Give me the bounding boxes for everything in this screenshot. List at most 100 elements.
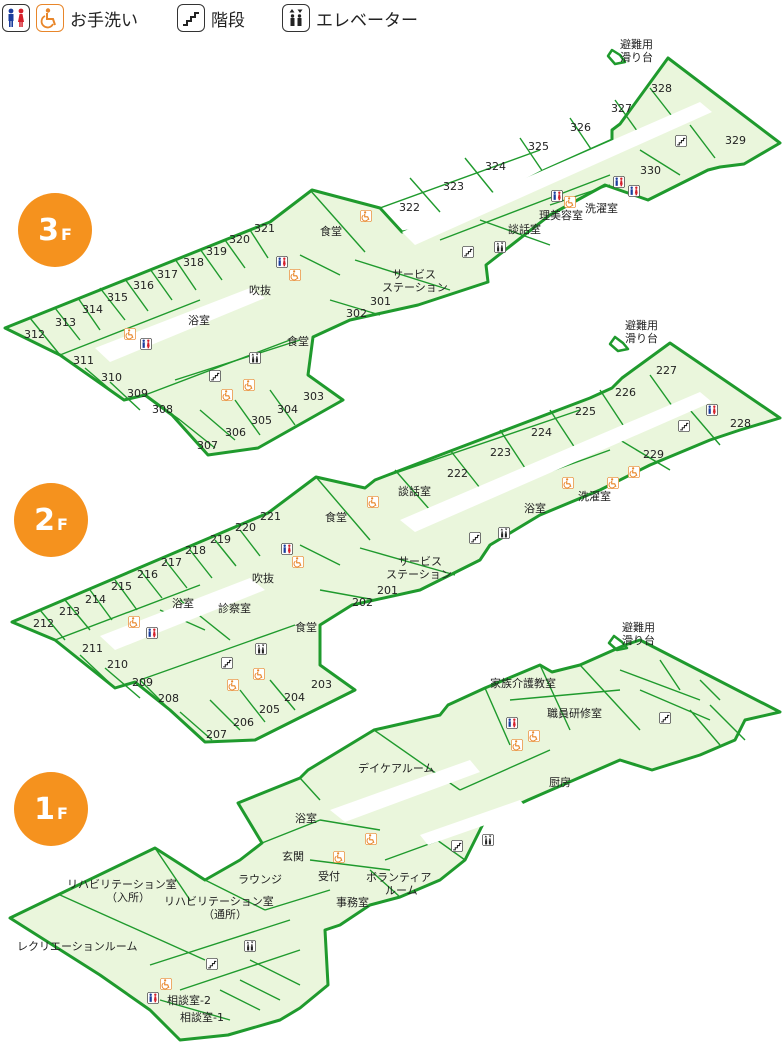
label-service-2[interactable]: ステーション xyxy=(382,281,448,294)
room-210[interactable]: 210 xyxy=(107,658,128,671)
room-229[interactable]: 229 xyxy=(643,448,664,461)
room-326[interactable]: 326 xyxy=(570,121,591,134)
room-322[interactable]: 322 xyxy=(399,201,420,214)
room-307[interactable]: 307 xyxy=(197,439,218,452)
label-bath[interactable]: 浴室 xyxy=(188,313,210,327)
room-216[interactable]: 216 xyxy=(137,568,158,581)
room-308[interactable]: 308 xyxy=(152,403,173,416)
room-312[interactable]: 312 xyxy=(24,328,45,341)
room-316[interactable]: 316 xyxy=(133,279,154,292)
label-family-care[interactable]: 家族介護教室 xyxy=(490,676,556,690)
label-service-1[interactable]: サービス xyxy=(398,555,442,568)
room-227[interactable]: 227 xyxy=(656,364,677,377)
room-218[interactable]: 218 xyxy=(185,544,206,557)
room-325[interactable]: 325 xyxy=(528,140,549,153)
room-209[interactable]: 209 xyxy=(132,676,153,689)
room-313[interactable]: 313 xyxy=(55,316,76,329)
label-rehab-out-1[interactable]: リハビリテーション室 xyxy=(164,894,274,908)
label-laundry[interactable]: 洗濯室 xyxy=(578,489,611,503)
label-bath[interactable]: 浴室 xyxy=(295,811,317,825)
room-302[interactable]: 302 xyxy=(346,307,367,320)
label-exam-room[interactable]: 診察室 xyxy=(218,601,251,615)
label-laundry[interactable]: 洗濯室 xyxy=(585,201,618,215)
room-204[interactable]: 204 xyxy=(284,691,305,704)
label-lounge-talk[interactable]: 談話室 xyxy=(398,484,431,498)
label-volunteer-2[interactable]: ルーム xyxy=(385,884,418,897)
room-226[interactable]: 226 xyxy=(615,386,636,399)
room-306[interactable]: 306 xyxy=(225,426,246,439)
room-320[interactable]: 320 xyxy=(229,233,250,246)
label-lounge[interactable]: ラウンジ xyxy=(238,873,282,886)
room-318[interactable]: 318 xyxy=(183,256,204,269)
label-office[interactable]: 事務室 xyxy=(336,895,369,909)
room-330[interactable]: 330 xyxy=(640,164,661,177)
room-329[interactable]: 329 xyxy=(725,134,746,147)
room-214[interactable]: 214 xyxy=(85,593,106,606)
label-dining-b[interactable]: 食堂 xyxy=(287,334,309,348)
room-228[interactable]: 228 xyxy=(730,417,751,430)
label-rehab-in-1[interactable]: リハビリテーション室 xyxy=(67,877,177,891)
room-217[interactable]: 217 xyxy=(161,556,182,569)
room-215[interactable]: 215 xyxy=(111,580,132,593)
room-311[interactable]: 311 xyxy=(73,354,94,367)
label-dining-a[interactable]: 食堂 xyxy=(325,510,347,524)
label-salon[interactable]: 理美容室 xyxy=(539,208,583,222)
label-rehab-in-2[interactable]: （入所） xyxy=(106,891,150,904)
room-208[interactable]: 208 xyxy=(158,692,179,705)
label-atrium[interactable]: 吹抜 xyxy=(249,283,271,297)
room-225[interactable]: 225 xyxy=(575,405,596,418)
room-207[interactable]: 207 xyxy=(206,728,227,741)
room-324[interactable]: 324 xyxy=(485,160,506,173)
label-kitchen[interactable]: 厨房 xyxy=(549,776,571,789)
room-206[interactable]: 206 xyxy=(233,716,254,729)
label-rehab-out-2[interactable]: （通所） xyxy=(203,908,247,921)
room-211[interactable]: 211 xyxy=(82,642,103,655)
room-223[interactable]: 223 xyxy=(490,446,511,459)
room-323[interactable]: 323 xyxy=(443,180,464,193)
room-203[interactable]: 203 xyxy=(311,678,332,691)
label-consult-2[interactable]: 相談室-2 xyxy=(167,993,211,1007)
label-bath-b[interactable]: 浴室 xyxy=(524,501,546,515)
room-202[interactable]: 202 xyxy=(352,596,373,609)
room-319[interactable]: 319 xyxy=(206,245,227,258)
label-dining-a[interactable]: 食堂 xyxy=(320,224,342,238)
label-daycare[interactable]: デイケアルーム xyxy=(358,761,435,775)
label-service-1[interactable]: サービス xyxy=(392,268,436,281)
label-bath-a[interactable]: 浴室 xyxy=(172,596,194,610)
room-220[interactable]: 220 xyxy=(235,521,256,534)
label-atrium[interactable]: 吹抜 xyxy=(252,571,274,585)
room-219[interactable]: 219 xyxy=(210,533,231,546)
room-303[interactable]: 303 xyxy=(303,390,324,403)
room-321[interactable]: 321 xyxy=(254,222,275,235)
room-309[interactable]: 309 xyxy=(127,387,148,400)
label-service-2[interactable]: ステーション xyxy=(386,568,452,581)
room-314[interactable]: 314 xyxy=(82,303,103,316)
label-volunteer-1[interactable]: ボランティア xyxy=(366,871,431,884)
label-entrance[interactable]: 玄関 xyxy=(282,849,304,863)
room-305[interactable]: 305 xyxy=(251,414,272,427)
room-328[interactable]: 328 xyxy=(651,82,672,95)
label-consult-1[interactable]: 相談室-1 xyxy=(180,1010,224,1024)
room-213[interactable]: 213 xyxy=(59,605,80,618)
room-222[interactable]: 222 xyxy=(447,467,468,480)
room-301[interactable]: 301 xyxy=(370,295,391,308)
room-221[interactable]: 221 xyxy=(260,510,281,523)
accessible-icon xyxy=(292,556,304,568)
label-dining-b[interactable]: 食堂 xyxy=(295,620,317,634)
room-315[interactable]: 315 xyxy=(107,291,128,304)
room-212[interactable]: 212 xyxy=(33,617,54,630)
room-304[interactable]: 304 xyxy=(277,403,298,416)
room-327[interactable]: 327 xyxy=(611,102,632,115)
room-205[interactable]: 205 xyxy=(259,703,280,716)
room-224[interactable]: 224 xyxy=(531,426,552,439)
label-lounge-talk[interactable]: 談話室 xyxy=(508,222,541,236)
label-reception[interactable]: 受付 xyxy=(318,870,340,883)
room-201[interactable]: 201 xyxy=(377,584,398,597)
room-317[interactable]: 317 xyxy=(157,268,178,281)
room-310[interactable]: 310 xyxy=(101,371,122,384)
label-recreation[interactable]: レクリエーションルーム xyxy=(17,940,137,953)
label-staff-training[interactable]: 職員研修室 xyxy=(547,706,602,720)
